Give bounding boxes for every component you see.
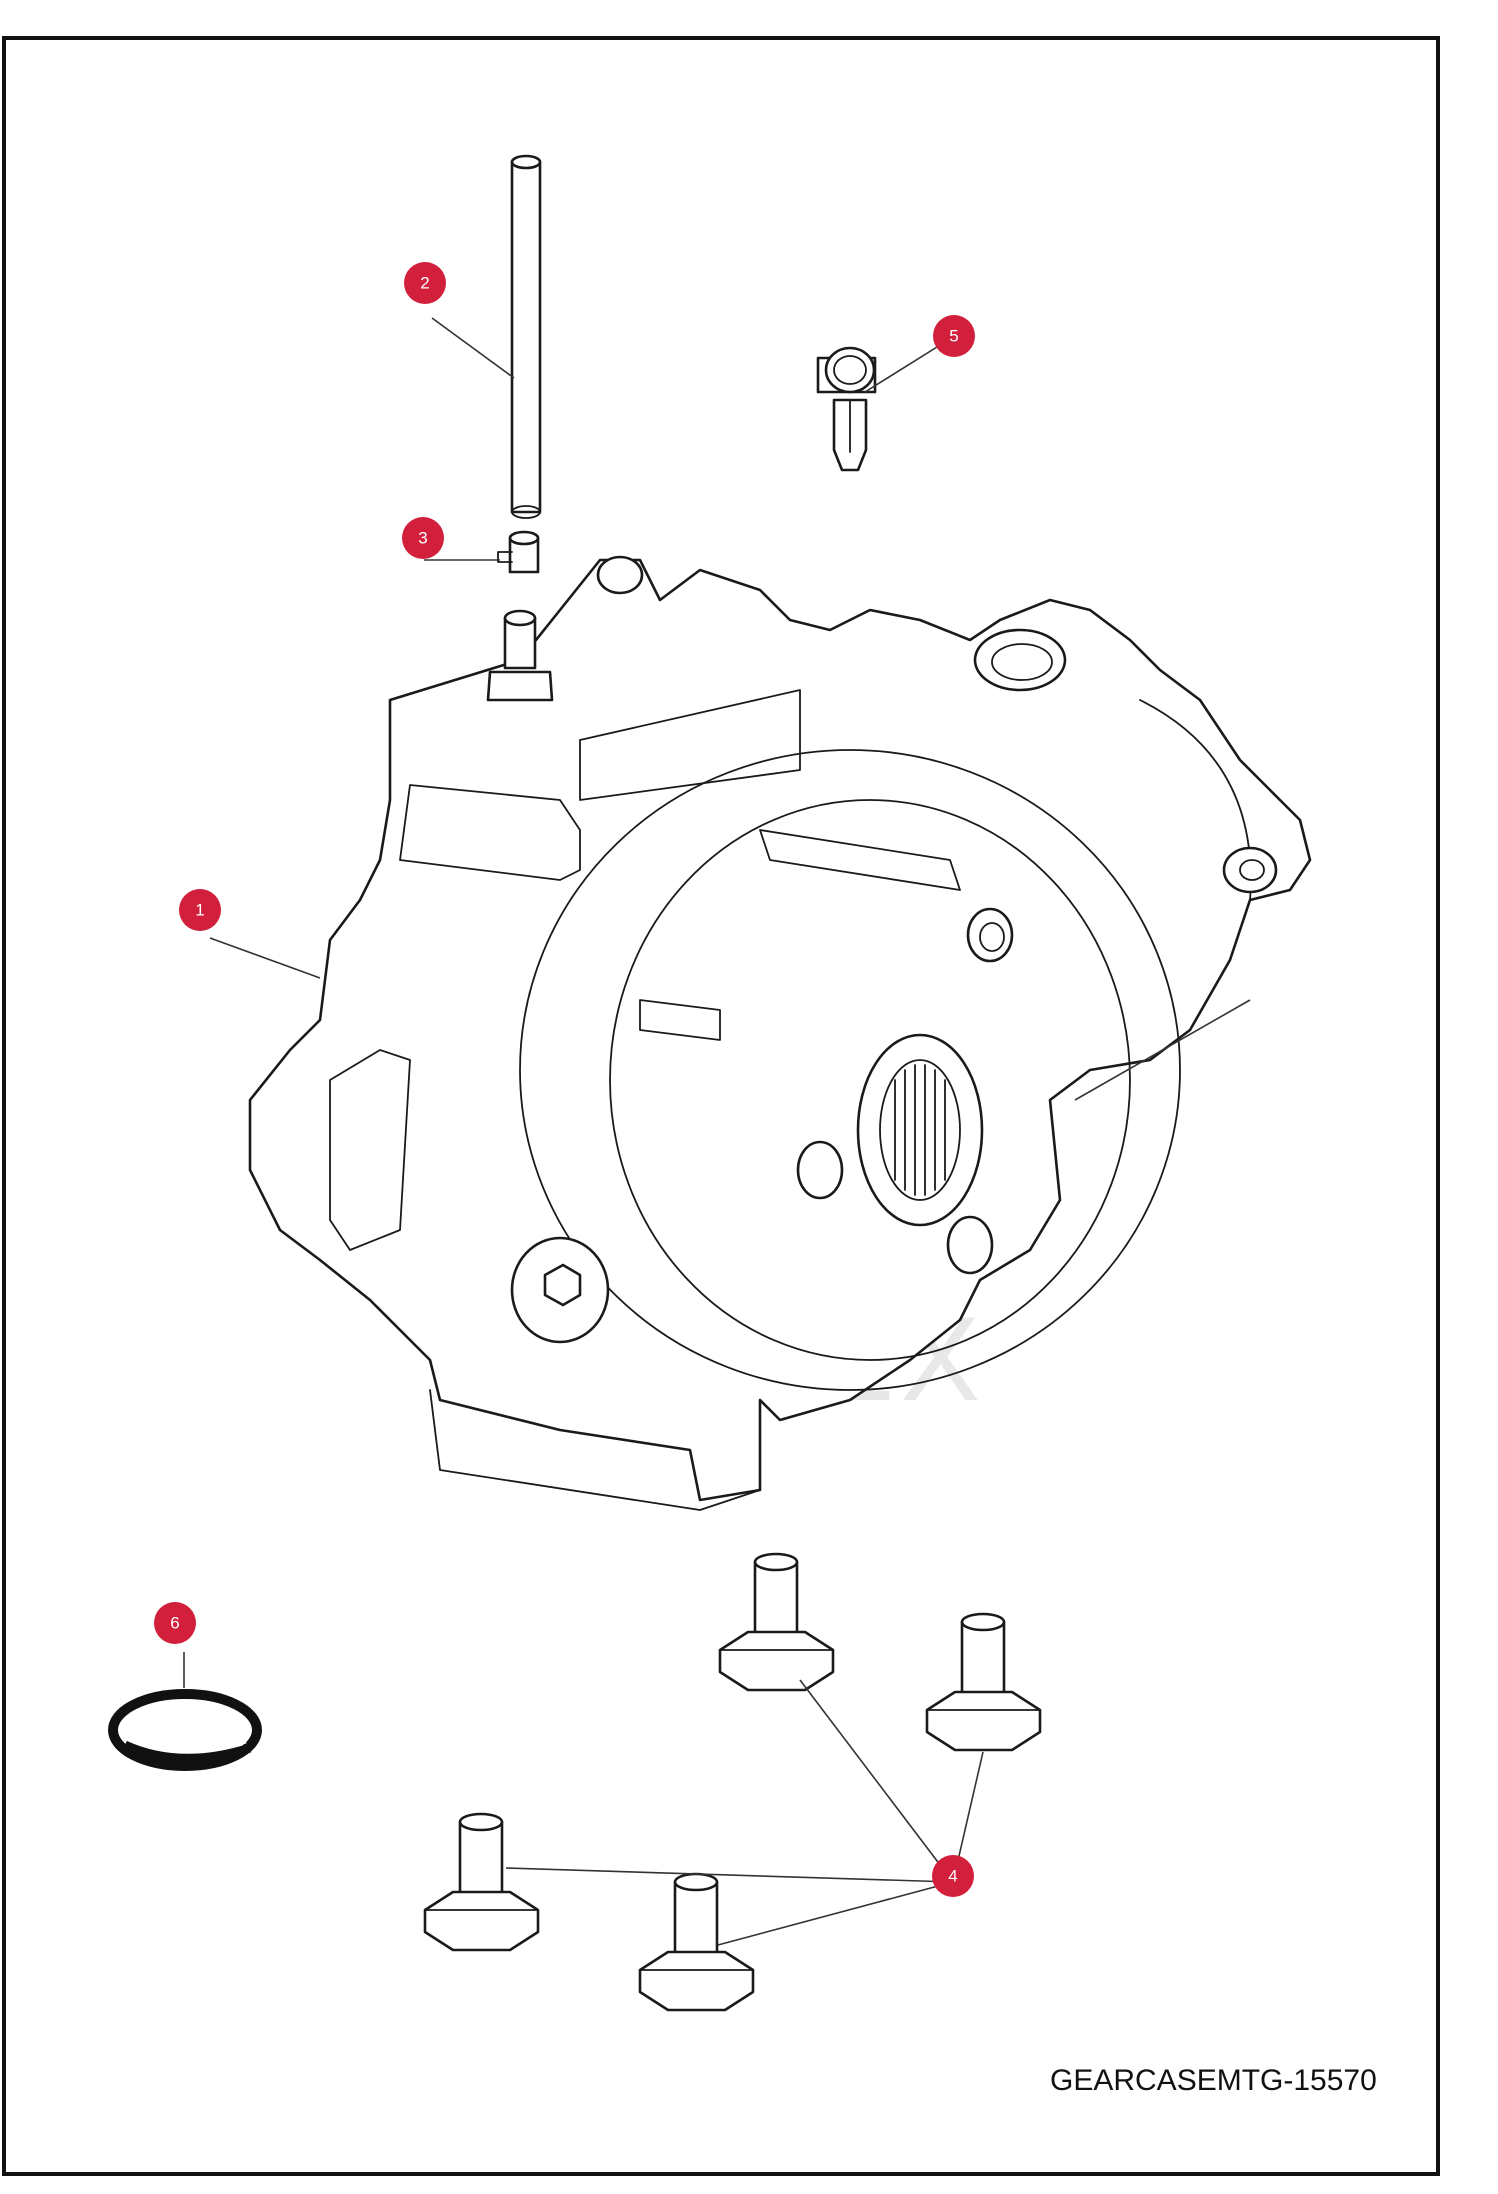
- hose-clamp: [497, 530, 540, 574]
- callout-2-number: 2: [420, 274, 429, 293]
- callout-5[interactable]: 5: [933, 315, 975, 357]
- callout-3-number: 3: [418, 529, 427, 548]
- callout-1[interactable]: 1: [179, 889, 221, 931]
- seal-ring: [108, 1689, 262, 1771]
- callout-4-number: 4: [948, 1867, 957, 1886]
- drawing-frame: [2, 36, 1440, 2176]
- breather-valve: [816, 346, 877, 472]
- flange-bolt-2: [925, 1612, 1042, 1752]
- gearcase-housing: [248, 555, 1312, 1511]
- callout-4[interactable]: 4: [932, 1855, 974, 1897]
- callout-6[interactable]: 6: [154, 1602, 196, 1644]
- callout-5-number: 5: [949, 327, 958, 346]
- flange-bolt-4: [638, 1872, 755, 2012]
- callout-3[interactable]: 3: [402, 517, 444, 559]
- flange-bolt-3: [423, 1812, 540, 1952]
- callout-2[interactable]: 2: [404, 262, 446, 304]
- callout-1-number: 1: [195, 901, 204, 920]
- flange-bolt-1: [718, 1552, 835, 1692]
- leader-lines: [183, 317, 1251, 1946]
- drawing-code: GEARCASEMTG-15570: [1050, 2064, 1377, 2097]
- breather-tube: [510, 154, 542, 519]
- callout-6-number: 6: [170, 1614, 179, 1633]
